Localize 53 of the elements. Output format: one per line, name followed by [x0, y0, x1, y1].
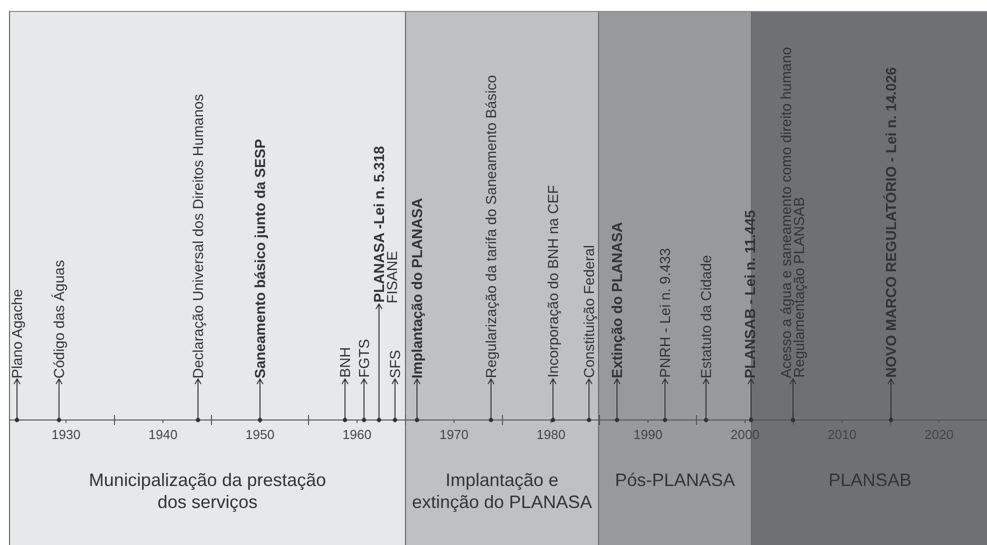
- event-label: PNRH - Lei n. 9.433: [660, 248, 672, 378]
- arrow: [748, 378, 754, 422]
- event-label: Extinção do PLANASA: [612, 222, 624, 378]
- arrow: [56, 378, 62, 422]
- period-label: Municipalização da prestação dos serviços: [88, 469, 328, 513]
- event-label: Estatuto da Cidade: [700, 254, 714, 378]
- arrow: [342, 378, 348, 422]
- arrow: [488, 378, 494, 422]
- arrow: [888, 378, 894, 422]
- year-label: 1970: [438, 427, 470, 442]
- event-label: Regularização da tarifa do Saneamento Básico: [486, 74, 498, 378]
- arrow: [702, 378, 710, 422]
- event-label: NOVO MARCO REGULATÓRIO - Lei n. 14.026: [886, 67, 898, 378]
- year-label: 2000: [730, 427, 760, 442]
- arrow: [256, 378, 264, 422]
- event-label: PLANSAB - Lei n. 11.445: [744, 210, 758, 378]
- arrow: [662, 378, 668, 422]
- event-label: Declaração Universal dos Direitos Humanos: [192, 94, 206, 378]
- period-label: Pós-PLANASA: [614, 469, 736, 491]
- period-label: PLANSAB: [827, 469, 913, 491]
- arrow: [14, 378, 20, 422]
- event-label: Implantação do PLANASA: [412, 198, 424, 378]
- period-band: [405, 11, 598, 545]
- arrow: [194, 378, 202, 422]
- event-label: FISANE: [386, 250, 400, 303]
- arrow: [614, 378, 620, 422]
- event-label: Saneamento básico junto da SESP: [254, 138, 268, 378]
- event-label: Incorporação do BNH na CEF: [548, 185, 560, 378]
- year-label: 1960: [342, 427, 372, 442]
- event-label: FGTS: [358, 339, 372, 378]
- arrow: [392, 378, 398, 422]
- event-label: SFS: [390, 350, 402, 378]
- event-label: Constituição Federal: [584, 245, 596, 378]
- event-label: Regulamentação PLANSAB: [794, 197, 807, 378]
- timeline-axis: [8, 414, 987, 426]
- year-label: 1930: [50, 427, 82, 442]
- event-label: BNH: [340, 347, 352, 378]
- arrow: [790, 378, 796, 422]
- arrow: [360, 378, 368, 422]
- arrow: [550, 378, 556, 422]
- period-label: Implantação e extinção do PLANASA: [410, 469, 594, 513]
- period-band: [9, 11, 405, 545]
- event-label: Plano Agache: [12, 288, 24, 378]
- event-label: Acesso a água e saneamento como direito humano: [781, 46, 794, 378]
- event-label: Código das Águas: [54, 260, 66, 378]
- arrow: [414, 378, 420, 422]
- year-label: 1940: [148, 427, 178, 442]
- year-label: 1980: [536, 427, 566, 442]
- arrow: [376, 304, 382, 422]
- arrow: [586, 378, 592, 422]
- event-label: PLANASA -Lei n. 5.318: [374, 146, 386, 303]
- year-label: 1990: [632, 427, 664, 442]
- year-label: 1950: [244, 427, 276, 442]
